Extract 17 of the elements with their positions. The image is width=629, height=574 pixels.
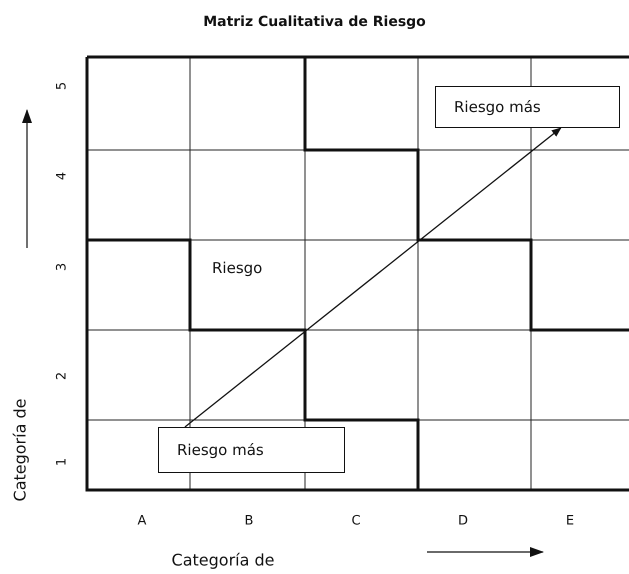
arrow <box>184 127 562 428</box>
label-box: Riesgo más <box>158 427 345 473</box>
column-letter: A <box>138 514 146 528</box>
zone-label: Riesgo <box>212 255 292 281</box>
row-number: 3 <box>54 262 70 272</box>
axis-title: Categoría de <box>10 398 30 502</box>
row-number: 2 <box>54 372 70 380</box>
row-number: 5 <box>54 82 70 90</box>
axis-title: Categoría de <box>172 550 274 570</box>
column-letter: B <box>244 514 254 528</box>
row-number: 4 <box>54 172 70 180</box>
column-letter: C <box>351 514 361 528</box>
title: Matriz Cualitativa de Riesgo <box>202 14 427 30</box>
column-letter: D <box>458 514 468 528</box>
row-number: 1 <box>54 458 70 466</box>
column-letter: E <box>566 514 574 528</box>
label-box: Riesgo más <box>435 86 620 128</box>
